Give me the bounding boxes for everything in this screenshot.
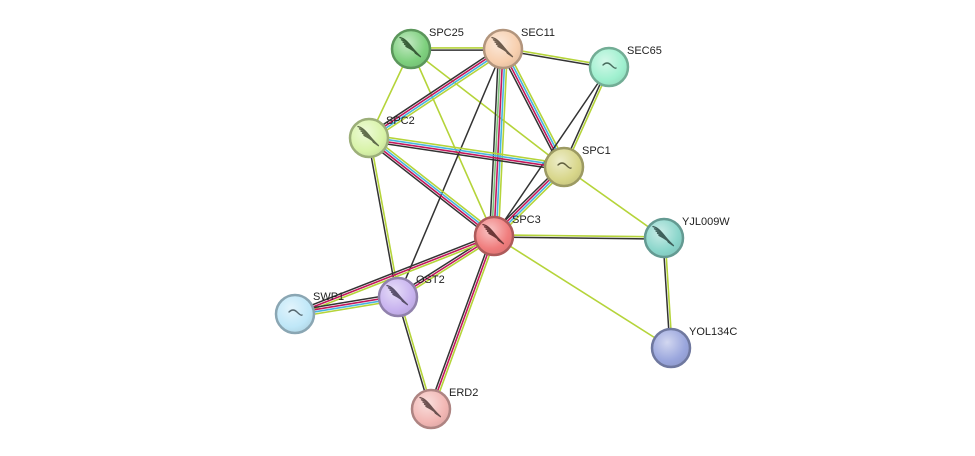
node-label: YJL009W bbox=[682, 216, 730, 228]
protein-structure-icon bbox=[419, 396, 442, 418]
edge-evidence-databases bbox=[368, 49, 505, 140]
protein-fragment-icon bbox=[557, 162, 572, 169]
node-label: SPC25 bbox=[429, 27, 464, 39]
edge-evidence-textmining bbox=[410, 48, 565, 168]
edge-evidence-coexpression bbox=[367, 137, 398, 298]
node-spc2[interactable]: SPC2 bbox=[348, 115, 415, 159]
protein-fragment-icon bbox=[602, 62, 617, 69]
node-circle bbox=[650, 327, 692, 369]
edge-spc3-yol134c[interactable] bbox=[493, 235, 672, 349]
node-label: SEC11 bbox=[521, 27, 555, 39]
node-label: SPC1 bbox=[582, 145, 611, 157]
node-swp1[interactable]: SWP1 bbox=[274, 291, 344, 335]
node-sec65[interactable]: SEC65 bbox=[588, 45, 662, 88]
node-sec11[interactable]: SEC11 bbox=[482, 27, 555, 70]
edge-spc3-yjl009w[interactable] bbox=[493, 234, 665, 240]
node-ost2[interactable]: OST2 bbox=[377, 274, 445, 318]
edge-evidence-coexpression bbox=[293, 233, 494, 313]
node-label: SWP1 bbox=[313, 291, 344, 303]
edge-evidence-homology bbox=[491, 48, 502, 237]
edge-evidence-databases bbox=[495, 48, 506, 237]
edge-spc3-erd2[interactable] bbox=[428, 234, 497, 411]
edge-spc2-spc3[interactable] bbox=[366, 134, 497, 240]
node-circle bbox=[274, 293, 316, 335]
node-label: ERD2 bbox=[449, 387, 478, 399]
node-label: OST2 bbox=[416, 274, 445, 286]
edge-evidence-coexpression bbox=[397, 48, 504, 298]
edge-sec11-spc3[interactable] bbox=[488, 48, 509, 238]
edge-spc1-yjl009w[interactable] bbox=[563, 166, 665, 239]
edge-evidence-experiments bbox=[367, 47, 504, 138]
node-label: SPC2 bbox=[386, 115, 415, 127]
edge-evidence-coexpression bbox=[499, 49, 562, 170]
edge-evidence-experiments bbox=[430, 235, 495, 410]
edge-evidence-databases bbox=[368, 136, 565, 167]
node-erd2[interactable]: ERD2 bbox=[410, 387, 478, 430]
edge-evidence-textmining bbox=[493, 234, 665, 238]
node-label: SEC65 bbox=[627, 45, 662, 57]
edge-evidence-experiments bbox=[368, 138, 565, 169]
node-spc25[interactable]: SPC25 bbox=[390, 27, 464, 70]
edge-evidence-textmining bbox=[563, 166, 665, 239]
edge-evidence-textmining bbox=[369, 137, 400, 298]
edge-evidence-experiments bbox=[493, 48, 504, 237]
edge-evidence-textmining bbox=[370, 50, 506, 142]
edge-evidence-textmining bbox=[493, 235, 672, 349]
edge-sec11-ost2[interactable] bbox=[397, 48, 504, 298]
edge-evidence-coexpression bbox=[367, 140, 565, 172]
edge-spc25-spc3[interactable] bbox=[410, 48, 495, 237]
edge-evidence-coexpression bbox=[366, 45, 502, 137]
edge-evidence-databases bbox=[368, 136, 496, 236]
edge-evidence-coexpression bbox=[366, 139, 493, 240]
node-label: SPC3 bbox=[512, 214, 541, 226]
edge-evidence-coexpression bbox=[493, 236, 665, 240]
edge-evidence-textmining bbox=[410, 48, 495, 237]
protein-structure-icon bbox=[399, 36, 422, 58]
edge-evidence-coexpression bbox=[488, 48, 500, 237]
node-spc3[interactable]: SPC3 bbox=[473, 214, 541, 257]
edge-evidence-textmining bbox=[432, 235, 497, 411]
node-yjl009w[interactable]: YJL009W bbox=[643, 216, 730, 259]
node-spc1[interactable]: SPC1 bbox=[543, 145, 611, 188]
edge-spc25-spc1[interactable] bbox=[410, 48, 565, 168]
node-circle bbox=[588, 46, 630, 88]
node-yol134c[interactable]: YOL134C bbox=[650, 326, 737, 369]
protein-structure-icon bbox=[357, 125, 380, 147]
protein-structure-icon bbox=[652, 225, 675, 247]
edge-evidence-textmining bbox=[497, 48, 509, 238]
edge-spc2-ost2[interactable] bbox=[367, 137, 400, 298]
edge-evidence-experiments bbox=[294, 235, 495, 315]
edge-spc2-spc1[interactable] bbox=[367, 133, 566, 172]
protein-structure-icon bbox=[491, 36, 514, 58]
edge-sec11-spc2[interactable] bbox=[366, 45, 506, 142]
edge-evidence-experiments bbox=[367, 138, 495, 238]
edge-evidence-experiments bbox=[501, 48, 564, 169]
protein-structure-icon bbox=[482, 223, 505, 245]
protein-structure-icon bbox=[386, 284, 409, 306]
node-circle bbox=[543, 146, 585, 188]
protein-fragment-icon bbox=[288, 309, 303, 316]
edge-evidence-textmining bbox=[505, 46, 568, 167]
edge-evidence-textmining bbox=[368, 133, 566, 165]
edge-evidence-textmining bbox=[370, 134, 497, 235]
edge-evidence-coexpression bbox=[428, 234, 493, 409]
node-label: YOL134C bbox=[689, 326, 737, 338]
